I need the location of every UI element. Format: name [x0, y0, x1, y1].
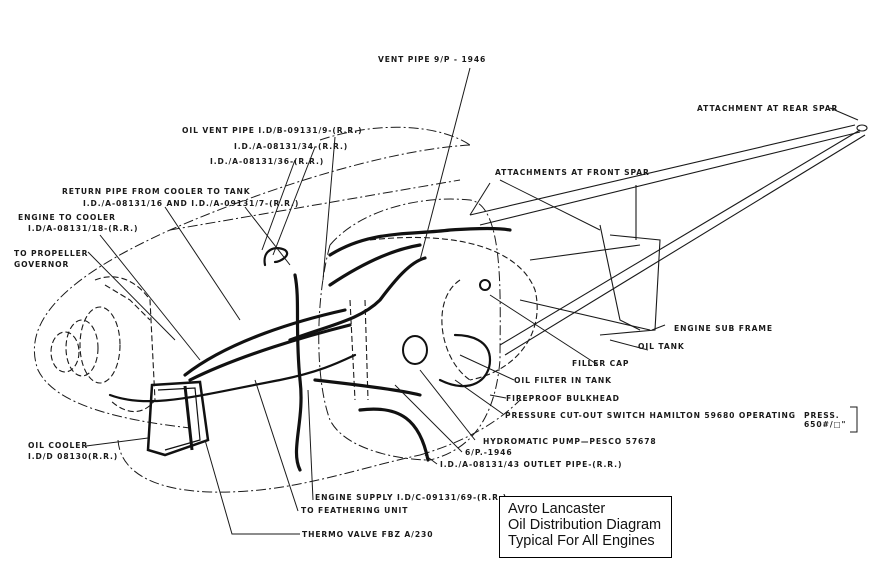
label-to-propeller-2: GOVERNOR	[14, 260, 69, 269]
label-hydromatic-pump: HYDROMATIC PUMP—PESCO 57678	[483, 437, 657, 446]
engine-sub-frame	[469, 124, 868, 356]
label-filler-cap: FILLER CAP	[572, 359, 629, 368]
label-6p-1946: 6/P.-1946	[465, 448, 513, 457]
label-oil-tank: OIL TANK	[638, 342, 685, 351]
oil-pipes	[108, 226, 512, 472]
label-engine-supply: ENGINE SUPPLY I.D/C-09131/69-(R.R.)	[315, 493, 507, 502]
caption-box: Avro Lancaster Oil Distribution Diagram …	[499, 496, 672, 558]
nacelle-outline	[33, 126, 521, 493]
label-vent-pipe: VENT PIPE 9/P - 1946	[378, 55, 486, 64]
leader-lines	[85, 67, 859, 535]
label-press-2: 650#/□"	[804, 420, 846, 429]
engine-outline	[50, 276, 156, 412]
label-thermo-valve: THERMO VALVE FBZ A/230	[302, 530, 433, 539]
label-engine-sub-frame: ENGINE SUB FRAME	[674, 324, 773, 333]
bulkhead-and-tank	[318, 198, 538, 461]
label-oil-vent-pipe: OIL VENT PIPE I.D/B-09131/9-(R.R.)	[182, 126, 362, 135]
label-oil-filter: OIL FILTER IN TANK	[514, 376, 612, 385]
label-return-pipe-1: RETURN PIPE FROM COOLER TO TANK	[62, 187, 251, 196]
label-oil-cooler-2: I.D/D 08130(R.R.)	[28, 452, 118, 461]
label-to-feathering: TO FEATHERING UNIT	[301, 506, 408, 515]
caption-title: Avro Lancaster	[508, 501, 606, 517]
oil-cooler	[146, 380, 210, 457]
label-pressure-switch: PRESSURE CUT-OUT SWITCH HAMILTON 59680 O…	[505, 411, 796, 420]
label-return-pipe-2: I.D./A-08131/16 AND I.D./A-09131/7-(R.R.…	[83, 199, 299, 208]
caption-note: Typical For All Engines	[508, 533, 655, 549]
label-press-1: PRESS.	[804, 411, 839, 420]
label-to-propeller-1: TO PROPELLER	[14, 249, 88, 258]
label-engine-to-cooler-1: ENGINE TO COOLER	[18, 213, 116, 222]
label-fireproof-bulkhead: FIREPROOF BULKHEAD	[506, 394, 620, 403]
label-oil-cooler-1: OIL COOLER	[28, 441, 88, 450]
label-id-36: I.D./A-08131/36-(R.R.)	[210, 157, 324, 166]
label-engine-to-cooler-2: I.D/A-08131/18-(R.R.)	[28, 224, 138, 233]
label-attachments-front-spar: ATTACHMENTS AT FRONT SPAR	[495, 168, 650, 177]
caption-subtitle: Oil Distribution Diagram	[508, 517, 662, 533]
label-attachment-rear-spar: ATTACHMENT AT REAR SPAR	[697, 104, 838, 113]
callout-labels: VENT PIPE 9/P - 1946 ATTACHMENT AT REAR …	[14, 55, 846, 539]
label-outlet-pipe: I.D./A-08131/43 OUTLET PIPE-(R.R.)	[440, 460, 622, 469]
label-id-34: I.D./A-08131/34-(R.R.)	[234, 142, 348, 151]
